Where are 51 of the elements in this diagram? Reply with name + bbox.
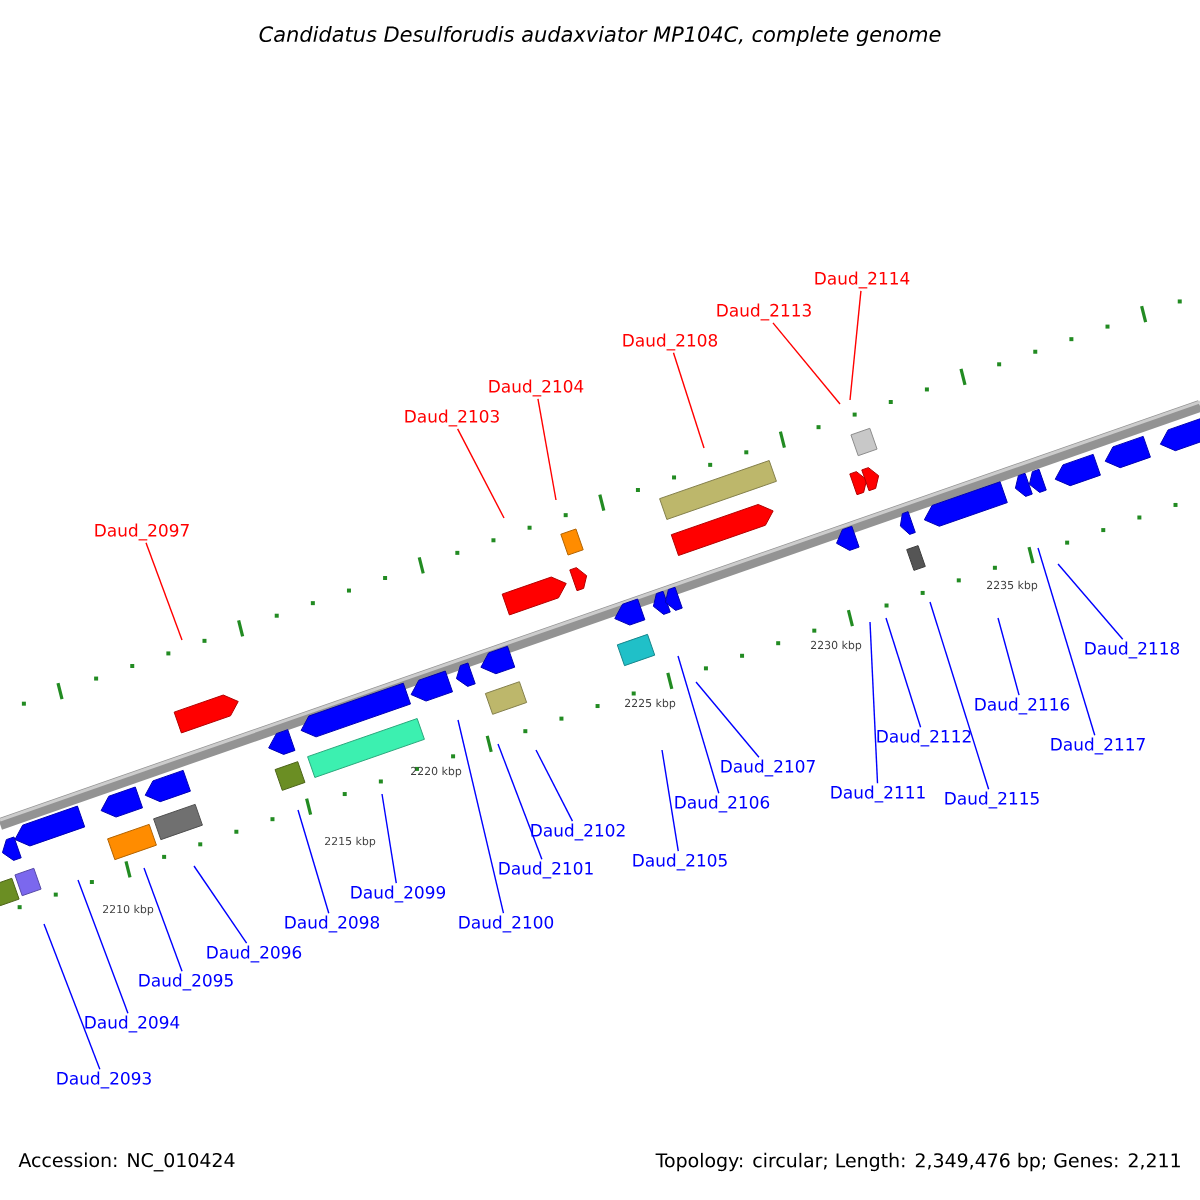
leader-line <box>677 655 720 794</box>
gene-label: Daud_2108 <box>623 333 718 351</box>
gene-label: Daud_2118 <box>1085 641 1180 659</box>
gene-label: Daud_2103 <box>405 409 499 427</box>
leader-line <box>1057 563 1124 640</box>
leader-line <box>145 542 183 641</box>
leader-line <box>457 719 505 914</box>
gene-label: Daud_2116 <box>975 697 1070 715</box>
leader-line <box>43 923 101 1070</box>
leader-line <box>381 793 397 884</box>
gene-label: Daud_2100 <box>459 915 554 933</box>
title: Candidatus Desulforudis audaxviator MP104C, complete genome <box>259 25 941 47</box>
leader-line <box>672 352 705 449</box>
gene-label: Daud_2113 <box>717 303 811 321</box>
gene-label: Daud_2106 <box>675 795 770 813</box>
leader-line <box>537 398 557 501</box>
leader-line <box>297 809 330 914</box>
leader-line <box>695 681 760 758</box>
leader-line <box>661 749 679 852</box>
gene-label: Daud_2099 <box>351 885 446 903</box>
leader-line <box>77 879 129 1014</box>
leader-line <box>535 749 574 822</box>
gene-label: Daud_2104 <box>489 379 584 397</box>
leader-line <box>997 617 1020 696</box>
leader-line <box>849 290 862 401</box>
gene-label: Daud_2117 <box>1051 737 1145 755</box>
gene-label: Daud_2095 <box>139 973 233 991</box>
gene-label: Daud_2115 <box>945 791 1039 809</box>
gene-label: Daud_2102 <box>531 823 625 841</box>
gene-label: Daud_2107 <box>721 759 815 777</box>
leader-line <box>1037 547 1096 736</box>
leader-line <box>456 428 505 519</box>
gene-label: Daud_2101 <box>499 861 593 879</box>
gene-label: Daud_2105 <box>633 853 727 871</box>
accession-text: Accession: NC_010424 <box>18 1152 235 1172</box>
leader-line <box>772 322 841 405</box>
gene-label: Daud_2094 <box>85 1015 180 1033</box>
gene-label: Daud_2112 <box>877 729 971 747</box>
gene-label: Daud_2114 <box>815 271 910 289</box>
leader-line <box>143 867 183 972</box>
gene-label: Daud_2098 <box>285 915 380 933</box>
leader-line <box>869 621 879 784</box>
leader-line <box>929 601 990 790</box>
leader-line <box>497 743 543 860</box>
gene-label: Daud_2097 <box>95 523 189 541</box>
gene-label: Daud_2111 <box>831 785 925 803</box>
gene-label: Daud_2093 <box>57 1071 151 1089</box>
leader-line <box>885 617 922 728</box>
leader-line <box>193 865 248 944</box>
gene-label: Daud_2096 <box>207 945 302 963</box>
genome-info-text: Topology: circular; Length: 2,349,476 bp; Genes: 2,211 <box>655 1152 1180 1172</box>
